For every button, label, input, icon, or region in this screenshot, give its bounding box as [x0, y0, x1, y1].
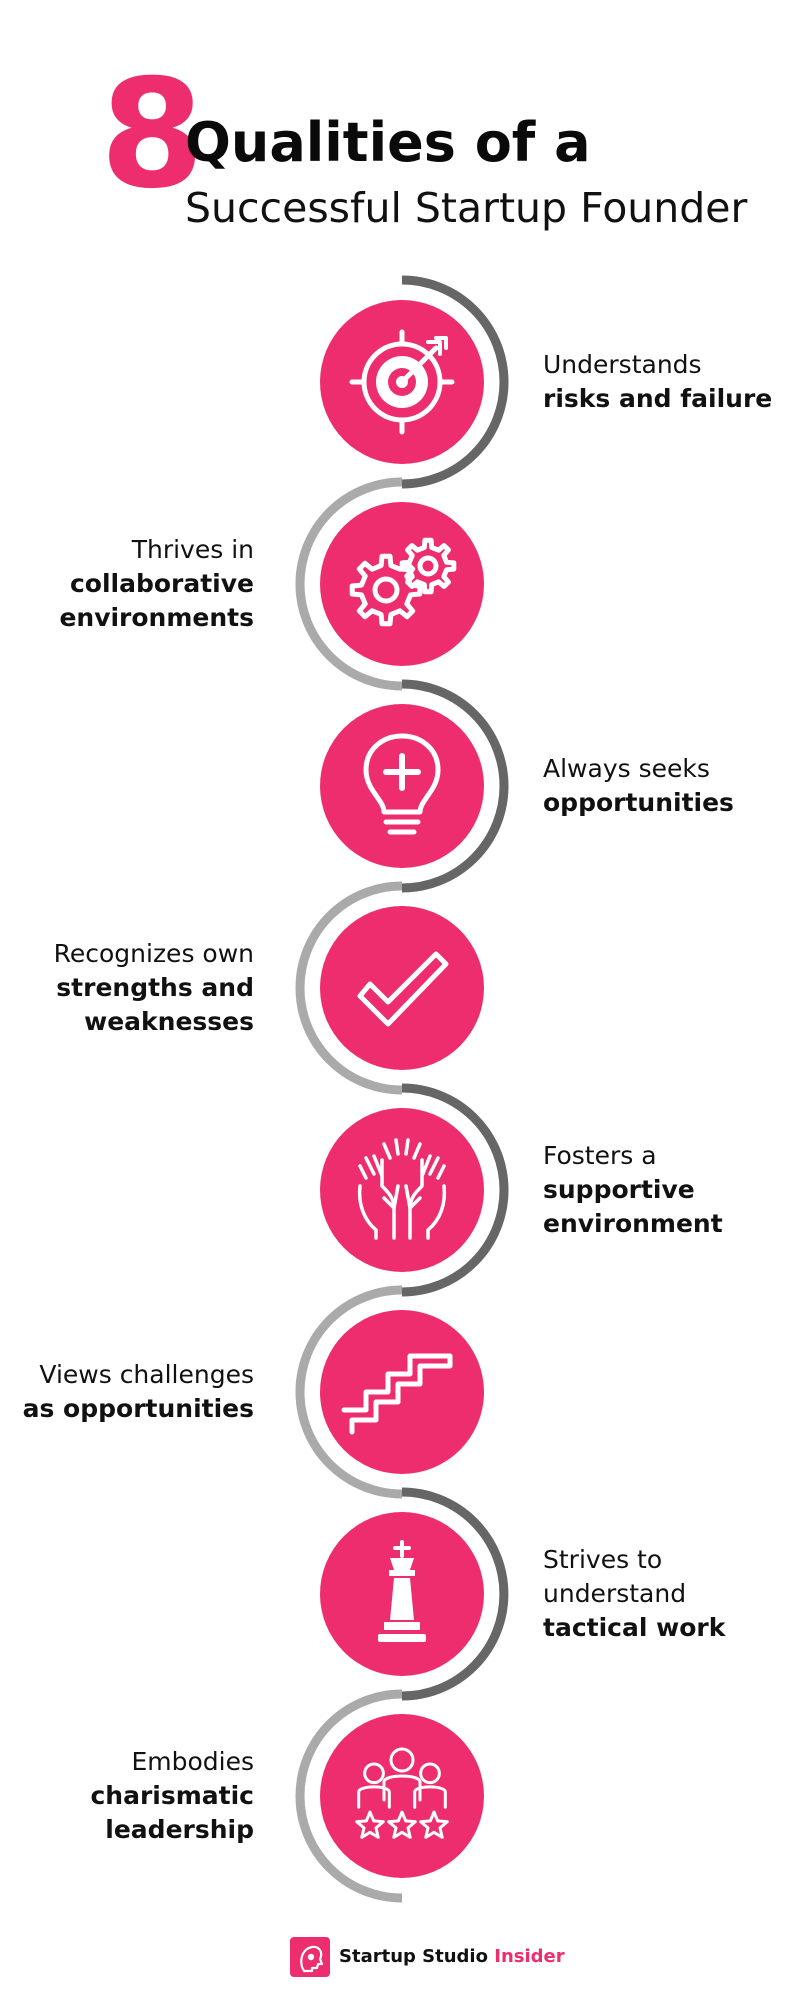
quality-circle-5: [320, 1108, 484, 1272]
quality-label-8: Embodies charismatic leadership: [0, 1745, 254, 1847]
quality-label-bold: charismatic leadership: [90, 1781, 254, 1844]
brand-name-main: Startup Studio: [339, 1946, 488, 1967]
connector-arc-1: [401, 275, 509, 489]
stairs-icon: [341, 1353, 453, 1435]
quality-label-bold: collaborative environments: [59, 569, 254, 632]
footer-logo: Startup Studio Insider: [290, 1937, 565, 1977]
quality-circle-8: [320, 1714, 484, 1878]
connector-arc-5: [401, 1083, 509, 1297]
quality-label-3: Always seeks opportunities: [543, 752, 800, 820]
title-number: 8: [100, 48, 204, 222]
gears-icon: [349, 537, 457, 627]
quality-label-plain: Views challenges: [39, 1360, 254, 1389]
chess-king-icon: [378, 1540, 426, 1642]
quality-label-bold: risks and failure: [543, 384, 773, 413]
connector-arc-7: [401, 1487, 509, 1701]
quality-label-5: Fosters a supportive environment: [543, 1139, 800, 1241]
quality-label-plain: Recognizes own: [53, 939, 254, 968]
quality-circle-2: [320, 502, 484, 666]
quality-label-plain: Embodies: [131, 1747, 254, 1776]
connector-arc-6: [295, 1285, 403, 1499]
lightbulb-plus-icon: [363, 733, 441, 835]
quality-label-1: Understands risks and failure: [543, 348, 800, 416]
quality-label-7: Strives to understand tactical work: [543, 1543, 800, 1645]
quality-label-plain: Fosters a: [543, 1141, 657, 1170]
brand-name: Startup Studio Insider: [339, 1946, 565, 1968]
connector-arc-3: [401, 679, 509, 893]
connector-arc-4: [295, 881, 403, 1095]
quality-label-plain: Thrives in: [131, 535, 254, 564]
quality-label-bold: supportive environment: [543, 1175, 723, 1238]
quality-label-bold: tactical work: [543, 1613, 726, 1642]
title-line-2: Successful Startup Founder: [185, 184, 748, 232]
quality-label-bold: strengths and weaknesses: [56, 973, 254, 1036]
quality-label-6: Views challenges as opportunities: [0, 1358, 254, 1426]
quality-label-bold: as opportunities: [22, 1394, 254, 1423]
raised-hands-icon: [357, 1138, 447, 1240]
quality-label-plain: Strives to understand: [543, 1545, 687, 1608]
quality-circle-6: [320, 1310, 484, 1474]
quality-label-2: Thrives in collaborative environments: [0, 533, 254, 635]
quality-label-plain: Understands: [543, 350, 702, 379]
target-arrow-icon: [349, 329, 455, 435]
connector-arc-8: [295, 1689, 403, 1903]
quality-label-bold: opportunities: [543, 788, 734, 817]
header: 8 Qualities of a Successful Startup Foun…: [0, 0, 800, 260]
checkmark-icon: [357, 951, 449, 1027]
connector-arc-2: [295, 477, 403, 691]
title-line-1: Qualities of a: [185, 111, 591, 174]
team-stars-icon: [355, 1747, 449, 1839]
brand-logo-icon: [290, 1937, 330, 1977]
quality-label-plain: Always seeks: [543, 754, 710, 783]
quality-label-4: Recognizes own strengths and weaknesses: [0, 937, 254, 1039]
brand-name-accent: Insider: [494, 1946, 565, 1967]
